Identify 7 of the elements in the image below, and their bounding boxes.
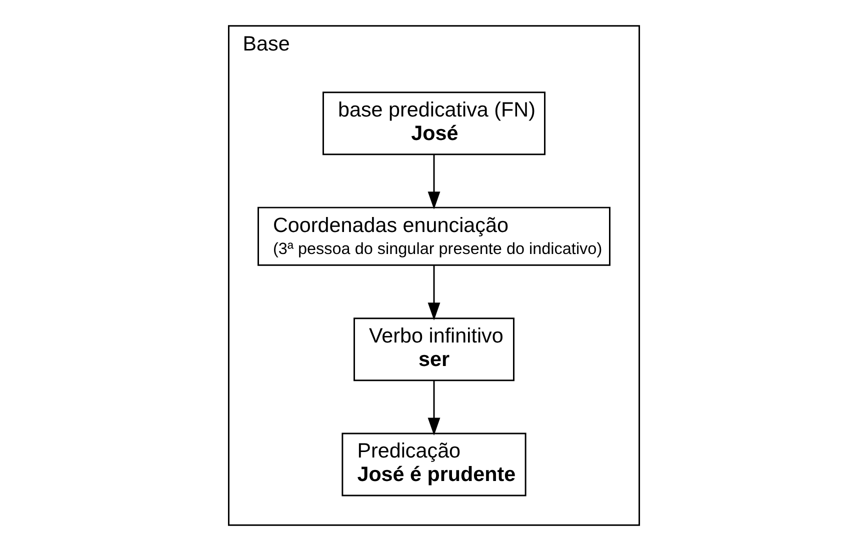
node-box: Verbo infinitivo ser [353, 318, 514, 382]
arrow [427, 380, 440, 436]
node-box: Predicação José é prudente [341, 432, 526, 496]
node-box: Coordenadas enunciação (3ª pessoa do singular presente do indicativo) [257, 206, 610, 266]
arrow [427, 266, 440, 320]
node-box: base predicativa (FN) José [322, 92, 545, 156]
arrow [427, 154, 440, 210]
